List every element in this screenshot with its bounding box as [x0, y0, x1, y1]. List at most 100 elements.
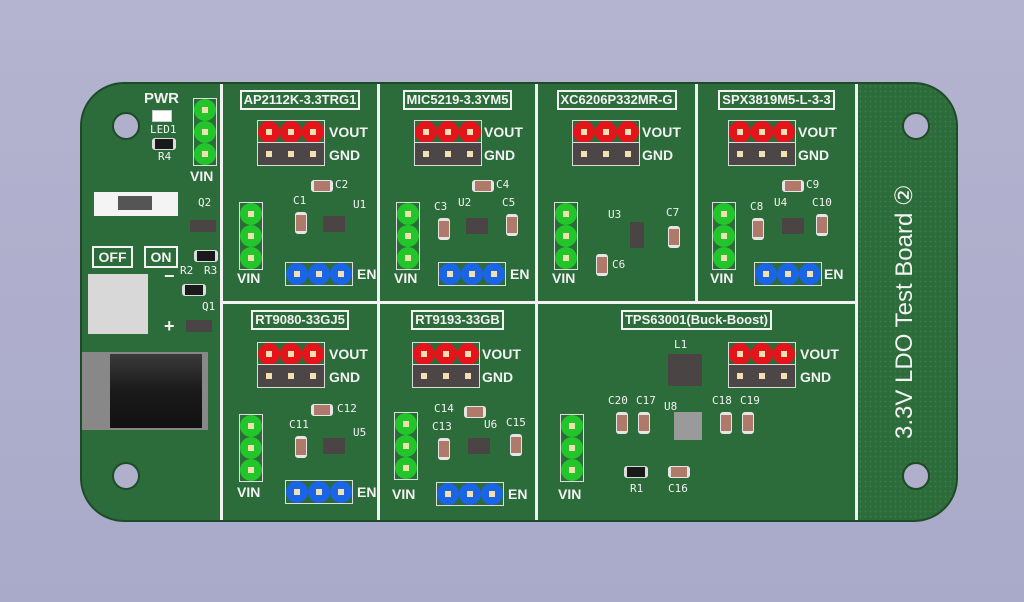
module-ap2112k: AP2112K-3.3TRG1 VOUT GND VIN EN C1 C2 U1: [220, 84, 380, 304]
vin-header[interactable]: [239, 414, 263, 482]
ref-u4: U4: [774, 196, 788, 209]
vin-header[interactable]: [560, 414, 584, 482]
vout-header[interactable]: [257, 120, 325, 144]
vin-label: VIN: [558, 486, 582, 502]
r4-ref: R4: [158, 150, 172, 163]
ref-u1: U1: [353, 198, 367, 211]
pwr-label: PWR: [144, 90, 179, 107]
vin-header[interactable]: [239, 202, 263, 270]
vout-header[interactable]: [572, 120, 640, 144]
capacitor: [311, 404, 333, 416]
gnd-header[interactable]: [414, 142, 482, 166]
module-mic5219: MIC5219-3.3YM5 VOUT GND VIN EN C3 C4 C5 …: [380, 84, 538, 304]
gnd-label: GND: [329, 147, 361, 163]
vout-label: VOUT: [329, 124, 368, 140]
capacitor: [295, 212, 307, 234]
gnd-header[interactable]: [412, 364, 480, 388]
gnd-label: GND: [482, 369, 514, 385]
ref-c9: C9: [806, 178, 820, 191]
gnd-header[interactable]: [728, 364, 796, 388]
en-label: EN: [824, 266, 844, 282]
capacitor: [720, 412, 732, 434]
capacitor: [438, 218, 450, 240]
en-header[interactable]: [436, 482, 504, 506]
gnd-header[interactable]: [728, 142, 796, 166]
mounting-hole: [112, 462, 140, 490]
vout-header[interactable]: [257, 342, 325, 366]
capacitor: [638, 412, 650, 434]
vout-label: VOUT: [798, 124, 837, 140]
ref-c3: C3: [434, 200, 448, 213]
capacitor: [438, 438, 450, 460]
vin-header[interactable]: [712, 202, 736, 270]
regulator-ic: [466, 218, 488, 234]
en-header[interactable]: [754, 262, 822, 286]
resistor-r3: [194, 250, 218, 262]
ref-c18: C18: [712, 394, 732, 407]
gnd-label: GND: [642, 147, 674, 163]
vout-label: VOUT: [484, 124, 523, 140]
module-title: MIC5219-3.3YM5: [402, 90, 513, 110]
vout-header[interactable]: [414, 120, 482, 144]
gnd-header[interactable]: [257, 364, 325, 388]
slide-switch[interactable]: [94, 192, 178, 216]
module-tps63001: TPS63001(Buck-Boost) VOUT GND VIN L1 C20…: [538, 304, 858, 520]
vin-header[interactable]: [554, 202, 578, 270]
capacitor: [506, 214, 518, 236]
module-rt9080: RT9080-33GJ5 VOUT GND VIN EN C11 C12 U5: [220, 304, 380, 520]
vout-header[interactable]: [412, 342, 480, 366]
ref-u5: U5: [353, 426, 367, 439]
ref-c8: C8: [750, 200, 764, 213]
vin-header[interactable]: [396, 202, 420, 270]
vin-header-power[interactable]: [193, 98, 217, 166]
ref-u6: U6: [484, 418, 498, 431]
board-title: 3.3V LDO Test Board ②: [891, 184, 918, 439]
ref-c11: C11: [289, 418, 309, 431]
en-header[interactable]: [285, 262, 353, 286]
vin-header[interactable]: [394, 412, 418, 480]
en-label: EN: [508, 486, 528, 502]
vout-label: VOUT: [329, 346, 368, 362]
capacitor: [616, 412, 628, 434]
en-label: EN: [357, 484, 377, 500]
en-label: EN: [510, 266, 530, 282]
capacitor: [295, 436, 307, 458]
q2-ref: Q2: [198, 196, 212, 209]
gnd-header[interactable]: [257, 142, 325, 166]
module-title: XC6206P332MR-G: [556, 90, 677, 110]
q1-ref: Q1: [202, 300, 216, 313]
module-xc6206: XC6206P332MR-G VOUT GND VIN U3 C6 C7: [538, 84, 698, 304]
pcb-board: PWR LED1 R4 VIN OFF ON Q2 R2 R3 − + Q1 A…: [80, 82, 958, 522]
module-title: SPX3819M5-L-3-3: [718, 90, 835, 110]
battery-connector[interactable]: [88, 274, 148, 334]
en-header[interactable]: [285, 480, 353, 504]
ref-c12: C12: [337, 402, 357, 415]
ref-c4: C4: [496, 178, 510, 191]
ref-l1: L1: [674, 338, 688, 351]
gnd-label: GND: [329, 369, 361, 385]
vout-header[interactable]: [728, 120, 796, 144]
vin-label: VIN: [552, 270, 576, 286]
inductor-l1: [668, 354, 702, 386]
mounting-hole: [902, 112, 930, 140]
ref-c15: C15: [506, 416, 526, 429]
ref-c6: C6: [612, 258, 626, 271]
dc-barrel-jack[interactable]: [82, 352, 208, 430]
module-title: TPS63001(Buck-Boost): [620, 310, 773, 330]
ref-u2: U2: [458, 196, 472, 209]
vout-header[interactable]: [728, 342, 796, 366]
ref-c2: C2: [335, 178, 349, 191]
vout-label: VOUT: [482, 346, 521, 362]
en-header[interactable]: [438, 262, 506, 286]
gnd-header[interactable]: [572, 142, 640, 166]
ref-c10: C10: [812, 196, 832, 209]
gnd-label: GND: [484, 147, 516, 163]
ref-c14: C14: [434, 402, 454, 415]
regulator-ic: [630, 222, 644, 248]
regulator-ic: [782, 218, 804, 234]
ref-c19: C19: [740, 394, 760, 407]
capacitor: [752, 218, 764, 240]
transistor-q2: [190, 220, 216, 232]
r3-ref: R3: [204, 264, 218, 277]
vin-label: VIN: [394, 270, 418, 286]
